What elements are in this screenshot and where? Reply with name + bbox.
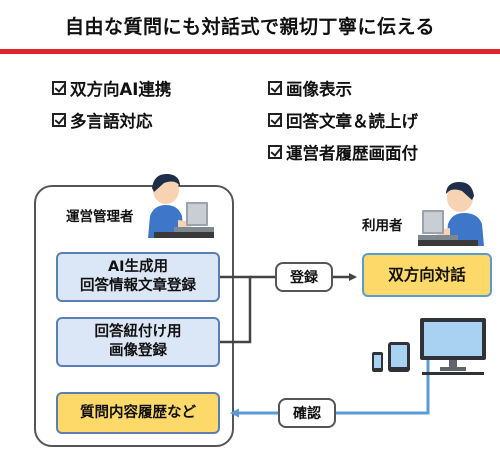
- register-label: 登録: [275, 262, 333, 292]
- checkbox-icon: [268, 113, 282, 127]
- smartphone-icon: [372, 352, 383, 372]
- feature-label: 運営者履歴画面付: [286, 144, 418, 163]
- admin-label: 運営管理者: [66, 209, 134, 225]
- bracket-line: [220, 275, 252, 344]
- ai-register-box: AI生成用 回答情報文章登録: [56, 252, 220, 302]
- feature-label: 多言語対応: [70, 112, 153, 131]
- feature-item-ai: 双方向AI連携: [52, 76, 171, 100]
- feature-item-image: 画像表示: [268, 76, 352, 100]
- feature-label: 双方向AI連携: [70, 80, 172, 99]
- checkbox-icon: [52, 113, 66, 127]
- tablet-icon: [388, 342, 410, 372]
- feature-item-readout: 回答文章＆読上げ: [268, 108, 418, 132]
- monitor-icon: [420, 318, 486, 375]
- dialog-box: 双方向対話: [362, 253, 492, 297]
- confirm-label: 確認: [278, 398, 336, 428]
- history-box: 質問内容履歴など: [56, 392, 220, 434]
- title-underline: [0, 49, 500, 54]
- feature-label: 回答文章＆読上げ: [286, 112, 418, 131]
- checkbox-icon: [268, 81, 282, 95]
- feature-item-history: 運営者履歴画面付: [268, 140, 418, 164]
- title-bar: 自由な質問にも対話式で親切丁寧に伝える: [0, 0, 500, 54]
- feature-item-multilang: 多言語対応: [52, 108, 153, 132]
- page-title: 自由な質問にも対話式で親切丁寧に伝える: [65, 16, 435, 38]
- person-at-laptop-icon: [148, 173, 214, 238]
- devices-group: [372, 318, 486, 375]
- user-label: 利用者: [362, 218, 403, 234]
- checkbox-icon: [268, 145, 282, 159]
- checkbox-icon: [52, 81, 66, 95]
- person-at-laptop-icon: [418, 181, 484, 246]
- image-register-box: 回答紐付け用 画像登録: [56, 317, 220, 367]
- feature-label: 画像表示: [286, 80, 352, 99]
